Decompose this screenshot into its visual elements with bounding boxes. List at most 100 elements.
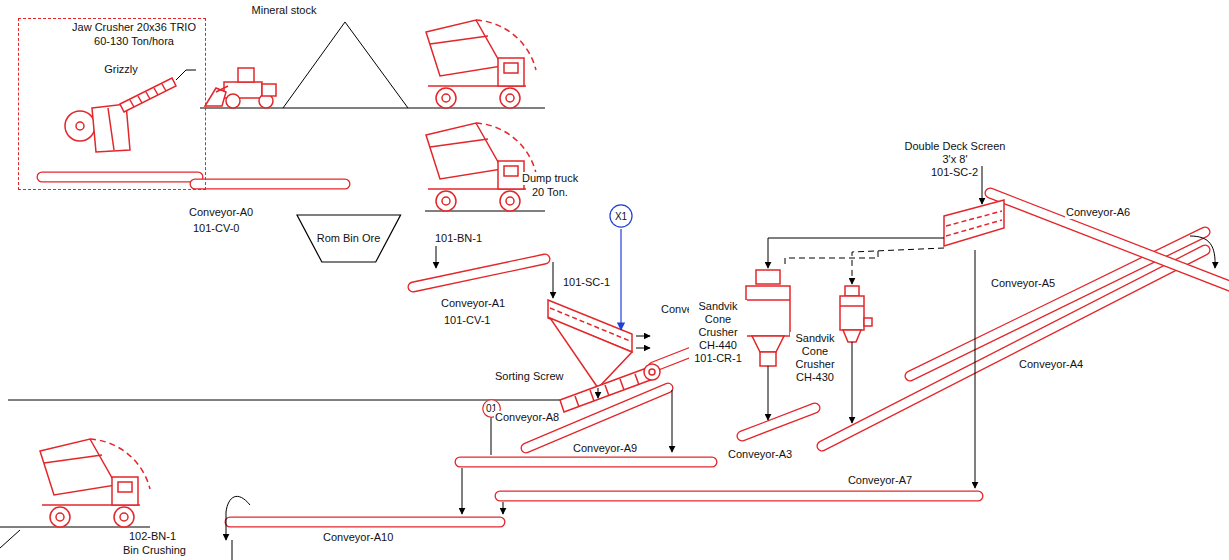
conveyor-belt — [195, 180, 345, 188]
sorting-screw — [605, 385, 609, 396]
ore-bin: Rom Bin Ore — [297, 215, 401, 262]
cone-crusher — [768, 366, 769, 420]
callout-number: X1 — [615, 210, 627, 223]
jaw-crusher-symbol — [176, 70, 196, 80]
conveyor-label: Conveyor-A4 — [1018, 358, 1084, 371]
sorting-screw — [644, 364, 660, 380]
jaw-crusher-symbol — [76, 122, 84, 130]
jaw-crusher-symbol — [154, 88, 158, 95]
sorting-screw — [598, 388, 599, 398]
conveyor-belt — [500, 492, 978, 500]
callout-circle: X1 — [609, 204, 633, 228]
conveyor-label: Conveyor-A7 — [847, 474, 913, 487]
ground-lines — [232, 540, 233, 560]
conveyor-belt — [42, 172, 198, 183]
equipment-label: Sandvik Cone Crusher CH-440 101-CR-1 — [689, 300, 747, 365]
transfer-arrows — [462, 468, 463, 514]
dump-truck — [40, 439, 150, 527]
conveyor-label: Conveyor-A3 — [727, 448, 793, 461]
ground-lines — [200, 108, 545, 109]
conveyor-belt — [230, 518, 500, 526]
ground-lines — [0, 530, 20, 548]
double-deck-screen — [768, 166, 1004, 488]
conveyor-label: Conveyor-A8 — [494, 411, 560, 424]
tag-number: 101-SC-1 — [562, 276, 611, 289]
double-deck-screen — [975, 250, 976, 488]
equipment-title: Jaw Crusher 20x36 TRIO — [65, 21, 203, 34]
conveyor-label: Conveyor-A10 — [322, 531, 394, 544]
tag-number: 101-CV-0 — [192, 222, 240, 235]
conveyor-belt — [822, 250, 1205, 446]
vibrating-screen — [436, 246, 650, 388]
crusher-area: Jaw Crusher 20x36 TRIO60-130 Ton/horaGri… — [18, 18, 206, 190]
jaw-crusher-symbol — [130, 100, 134, 107]
cone-crusher — [840, 296, 864, 330]
stockpile — [283, 22, 408, 108]
tag-number: 102-BN-1 — [128, 530, 177, 543]
tag-number: 101-BN-1 — [434, 232, 483, 245]
conveyor-belt — [822, 250, 1205, 446]
box-label: Rom Bin Ore — [317, 232, 381, 245]
sorting-screw — [590, 390, 594, 401]
jaw-crusher-symbol — [65, 111, 95, 141]
cone-crusher — [840, 305, 864, 307]
stockpile — [283, 22, 408, 108]
transfer-arrows — [226, 236, 1215, 540]
callout-leader — [620, 229, 621, 330]
conveyor-belt — [742, 408, 815, 436]
double-deck-screen — [982, 166, 983, 204]
jaw-crusher-symbol — [120, 78, 176, 112]
conveyor-belt — [413, 259, 545, 287]
equipment-label: Grizzly — [91, 63, 151, 76]
sorting-screw — [620, 379, 624, 390]
double-deck-screen — [946, 211, 1002, 226]
conveyor-belt — [742, 408, 815, 436]
conveyor-belt — [990, 193, 1229, 290]
jaw-crusher-symbol — [108, 108, 114, 150]
double-deck-screen — [946, 220, 1002, 236]
jaw-crusher-symbol — [138, 96, 142, 103]
wheel-loader — [262, 84, 276, 96]
sorting-screw — [635, 374, 639, 385]
cone-crusher — [746, 286, 790, 336]
ground-lines — [0, 108, 572, 560]
tag-number: 101-SC-2 — [930, 166, 979, 179]
conveyor-belt — [460, 458, 712, 466]
equipment-label: Double Deck Screen — [904, 140, 1007, 153]
conveyor-label: Conveyor-A6 — [1065, 206, 1131, 219]
capacity-note: 60-130 Ton/hora — [65, 35, 203, 48]
conveyor-belt — [230, 517, 500, 528]
transfer-arrows — [226, 496, 250, 540]
double-deck-screen — [852, 248, 944, 284]
conveyor-belt — [195, 179, 345, 190]
sorting-screw — [672, 390, 673, 452]
equipment-label: Dump truck — [521, 172, 579, 185]
equipment-label: Bin Crushing — [122, 544, 187, 557]
conveyor-belt — [460, 457, 712, 468]
double-deck-screen — [785, 251, 878, 268]
cone-crusher — [760, 352, 776, 366]
wheel-loader — [216, 86, 228, 92]
jaw-crusher-symbol — [146, 92, 150, 99]
conveyor-label: Conveyor-A0 — [188, 206, 254, 219]
wheel-loader — [205, 68, 276, 108]
vibrating-screen — [436, 246, 437, 268]
cone-crusher — [852, 342, 853, 423]
conveyor-belt — [42, 177, 1229, 522]
wheel-loader — [205, 88, 226, 106]
sorting-screw — [649, 369, 655, 375]
sorting-screw — [491, 364, 672, 455]
vibrating-screen — [636, 348, 650, 349]
conveyor-label: Conveyor-A1 — [440, 297, 506, 310]
vibrating-screen — [553, 262, 554, 298]
cone-crusher — [746, 299, 790, 301]
callout-leader — [621, 229, 622, 330]
bin-outline — [297, 215, 401, 262]
dump-truck — [426, 123, 536, 211]
transfer-arrows — [1190, 236, 1215, 268]
conveyor-belt — [990, 193, 1229, 290]
sorting-screw — [491, 418, 492, 455]
cone-crusher — [746, 270, 872, 423]
wheel-loader — [226, 94, 240, 108]
stock-label: Mineral stock — [251, 4, 318, 17]
